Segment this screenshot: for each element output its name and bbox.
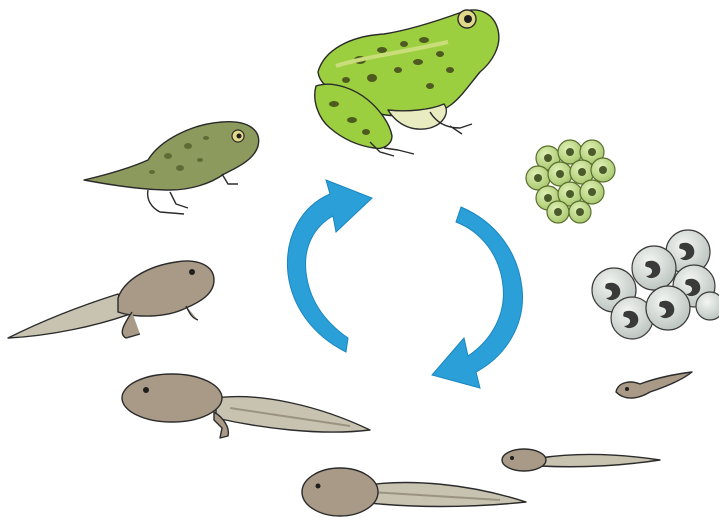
young-tadpole-icon <box>502 449 660 471</box>
embryo-eggs-icon <box>592 230 719 339</box>
cycle-arrow-right-icon <box>432 207 523 388</box>
frogspawn-icon <box>526 140 615 223</box>
tadpole-legs-icon <box>122 374 370 438</box>
tadpole-icon <box>302 468 526 516</box>
adult-frog-icon <box>315 10 499 156</box>
froglet-icon <box>84 122 259 214</box>
cycle-arrow-left-icon <box>287 180 372 352</box>
hatchling-icon <box>616 372 692 398</box>
froglet-tail-icon <box>8 261 214 338</box>
